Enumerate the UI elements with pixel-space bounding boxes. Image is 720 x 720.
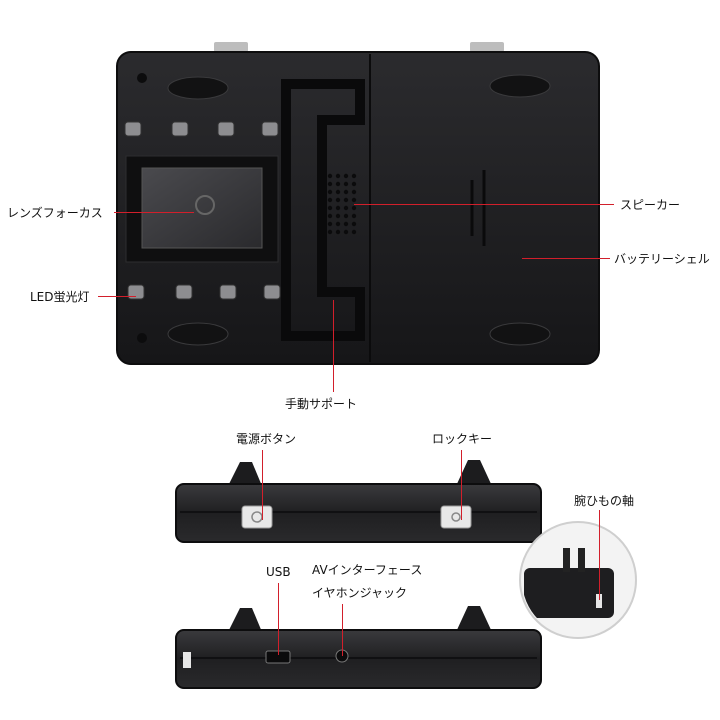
- leader-hand-support: [333, 300, 334, 392]
- lock-key-graphic: [440, 505, 472, 529]
- leader-lock-key: [461, 450, 462, 520]
- rubber-foot: [489, 322, 551, 346]
- led-row-bottom: [127, 284, 281, 300]
- label-power-button: 電源ボタン: [236, 432, 297, 446]
- label-usb: USB: [266, 565, 291, 579]
- rubber-foot: [167, 322, 229, 346]
- label-led-light: LED蛍光灯: [30, 290, 90, 304]
- label-lock-key: ロックキー: [432, 432, 493, 446]
- leader-speaker: [354, 204, 614, 205]
- top-clip-right: [470, 42, 504, 52]
- lens-window: [141, 167, 263, 249]
- device-back-body: [116, 51, 600, 365]
- device-bottom-edge-view: [175, 606, 542, 689]
- rubber-foot: [489, 74, 551, 98]
- hand-support-stand: [281, 79, 365, 341]
- leader-power-button: [262, 450, 263, 520]
- speaker-grille: [327, 173, 357, 235]
- label-wrist-strap-axis: 腕ひもの軸: [574, 494, 635, 508]
- leader-wrist-strap: [599, 510, 600, 600]
- leader-battery-shell: [522, 258, 610, 259]
- label-hand-support: 手動サポート: [285, 397, 358, 411]
- wrist-strap-zoom-inset: [519, 521, 637, 639]
- label-speaker: スピーカー: [620, 198, 681, 212]
- leader-lens-focus: [114, 212, 194, 213]
- rubber-foot: [167, 76, 229, 100]
- lens-focus-dial: [195, 195, 215, 215]
- leader-led-light: [98, 296, 136, 297]
- device-top-edge-view: [175, 460, 542, 543]
- label-earphone-jack: イヤホンジャック: [312, 586, 408, 600]
- label-lens-focus: レンズフォーカス: [7, 206, 103, 220]
- label-av-interface: AVインターフェース: [312, 563, 423, 577]
- camera-hole: [137, 73, 147, 83]
- top-clip-left: [214, 42, 248, 52]
- label-battery-shell: バッテリーシェル: [614, 252, 710, 266]
- leader-usb: [278, 583, 279, 655]
- power-button-graphic: [241, 505, 273, 529]
- leader-earphone-jack: [342, 604, 343, 656]
- device-back-view: [116, 42, 600, 365]
- led-row-top: [124, 121, 279, 137]
